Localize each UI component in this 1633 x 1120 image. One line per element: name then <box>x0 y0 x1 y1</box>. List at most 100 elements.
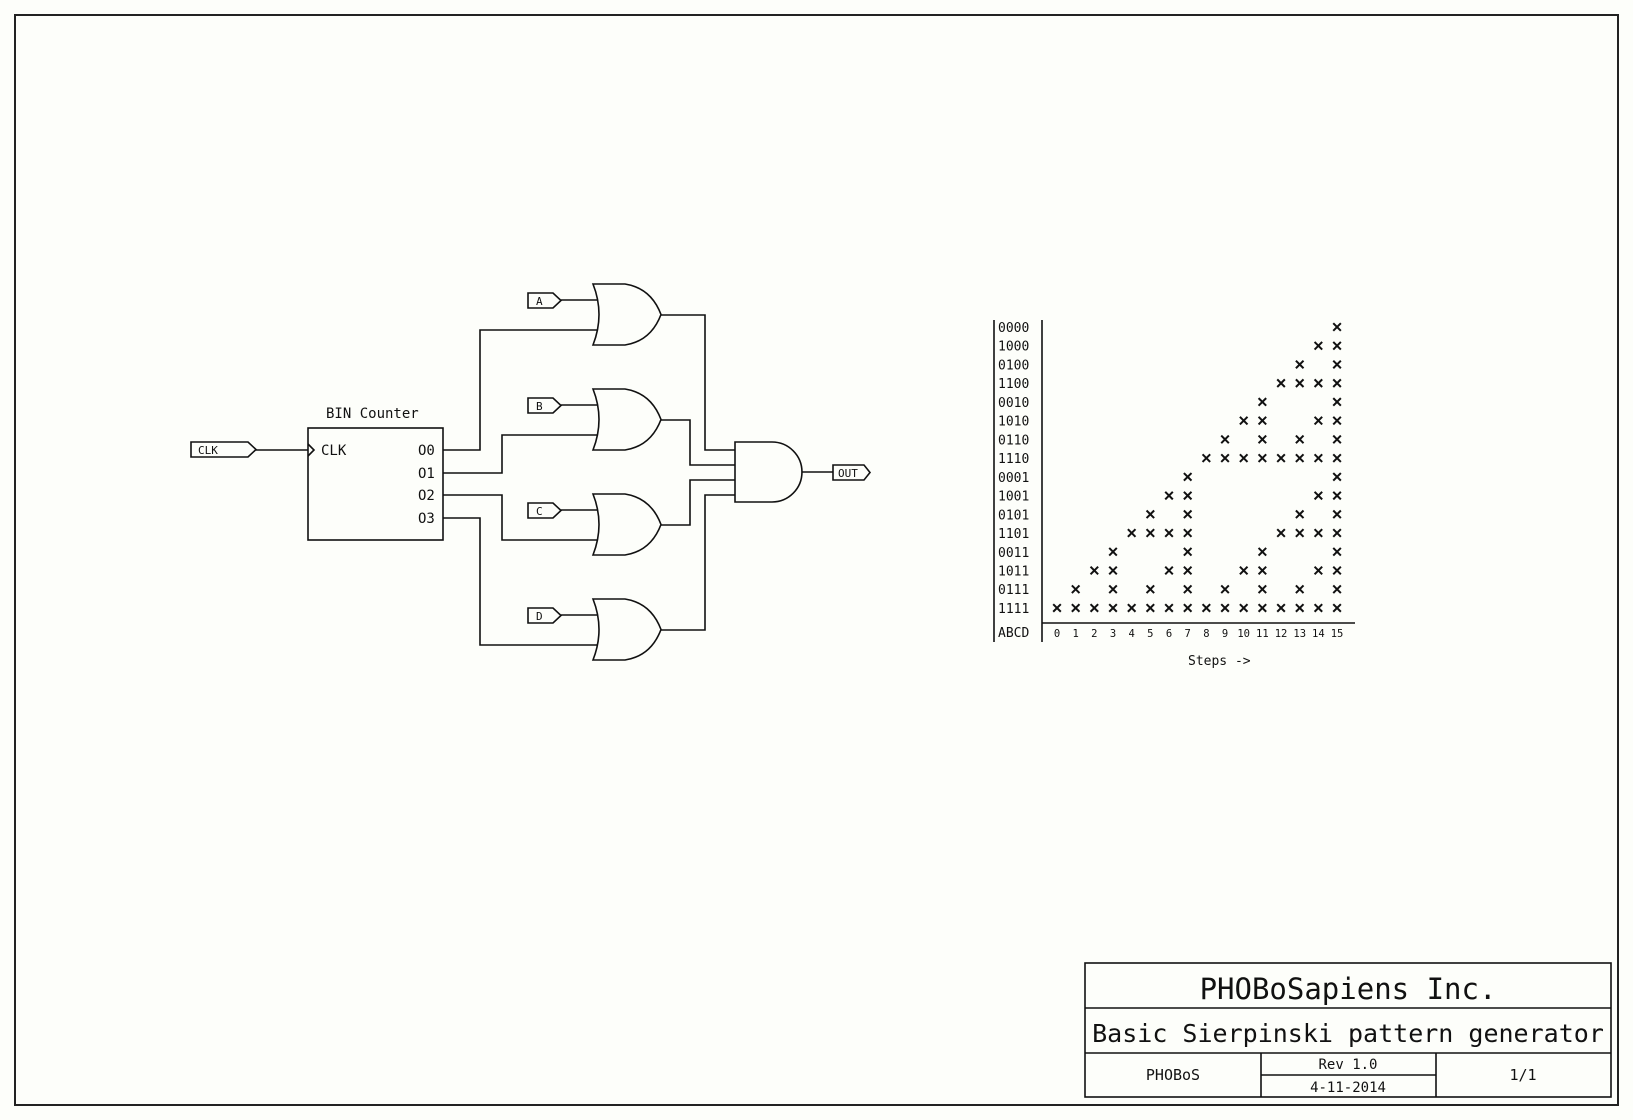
column-label: 2 <box>1091 628 1097 640</box>
pattern-mark <box>1295 509 1305 519</box>
input-port-flag <box>527 292 563 309</box>
or-gate-body <box>591 283 662 346</box>
wire-or-a-to-and <box>661 314 735 451</box>
date: 4-11-2014 <box>1310 1080 1386 1096</box>
counter-o0-pin: O0 <box>418 443 435 459</box>
counter-title: BIN Counter <box>326 406 419 422</box>
row-label: 0110 <box>998 433 1029 448</box>
pattern-mark <box>1332 491 1342 501</box>
column-label: 10 <box>1237 628 1250 640</box>
pattern-mark <box>1313 528 1323 538</box>
pattern-mark <box>1239 603 1249 613</box>
pattern-mark <box>1332 322 1342 332</box>
pattern-mark <box>1071 603 1081 613</box>
clk-port-label: CLK <box>198 444 218 457</box>
counter-clk-pin: CLK <box>321 443 347 459</box>
input-port-flag <box>527 607 563 624</box>
pattern-mark <box>1183 491 1193 501</box>
author: PHOBoS <box>1146 1066 1200 1084</box>
pattern-mark <box>1239 453 1249 463</box>
pattern-mark <box>1183 547 1193 557</box>
pattern-mark <box>1332 416 1342 426</box>
row-label: 1111 <box>998 602 1029 617</box>
input-port-label: D <box>536 610 543 623</box>
pattern-mark <box>1108 547 1118 557</box>
pattern-mark <box>1108 603 1118 613</box>
pattern-mark <box>1332 509 1342 519</box>
or-gate-b: B <box>527 388 662 451</box>
pattern-mark <box>1295 359 1305 369</box>
pattern-mark <box>1052 603 1062 613</box>
input-port-flag <box>527 502 563 519</box>
row-label: 1011 <box>998 564 1029 579</box>
row-label: 1101 <box>998 527 1029 542</box>
column-label: 7 <box>1185 628 1191 640</box>
pattern-mark <box>1295 603 1305 613</box>
wire-o1-to-or-b <box>443 434 597 474</box>
input-port-label: C <box>536 505 543 518</box>
counter-o3-pin: O3 <box>418 511 435 527</box>
pattern-mark <box>1145 584 1155 594</box>
column-label: 4 <box>1129 628 1135 640</box>
pattern-mark <box>1295 584 1305 594</box>
pattern-mark <box>1295 434 1305 444</box>
pattern-mark <box>1220 453 1230 463</box>
column-label: 1 <box>1073 628 1079 640</box>
counter-o2-pin: O2 <box>418 488 435 504</box>
pattern-mark <box>1183 584 1193 594</box>
pattern-mark <box>1164 491 1174 501</box>
pattern-mark <box>1257 547 1267 557</box>
column-label: 14 <box>1312 628 1325 640</box>
pattern-mark <box>1295 528 1305 538</box>
pattern-mark <box>1257 565 1267 575</box>
pattern-mark <box>1313 341 1323 351</box>
column-label: 11 <box>1256 628 1269 640</box>
or-gate-body <box>591 388 662 451</box>
pattern-mark <box>1313 416 1323 426</box>
pattern-mark <box>1201 603 1211 613</box>
pattern-mark <box>1257 453 1267 463</box>
pattern-mark <box>1201 453 1211 463</box>
pattern-mark <box>1145 509 1155 519</box>
pattern-mark <box>1108 565 1118 575</box>
pattern-mark <box>1164 603 1174 613</box>
row-label: 0001 <box>998 471 1029 486</box>
pattern-mark <box>1183 509 1193 519</box>
column-label: 13 <box>1293 628 1306 640</box>
y-axis-label: ABCD <box>998 626 1029 641</box>
or-gate-body <box>591 493 662 556</box>
wire-o2-to-or-c <box>443 494 597 541</box>
clock-input-triangle-icon <box>307 443 316 457</box>
pattern-mark <box>1239 565 1249 575</box>
pattern-mark <box>1089 603 1099 613</box>
pattern-mark <box>1276 603 1286 613</box>
counter-body <box>307 427 444 541</box>
and-gate <box>734 441 803 503</box>
pattern-mark <box>1183 528 1193 538</box>
pattern-mark <box>1332 584 1342 594</box>
pattern-mark <box>1332 472 1342 482</box>
pattern-mark <box>1220 584 1230 594</box>
pattern-mark <box>1276 453 1286 463</box>
pattern-mark <box>1313 565 1323 575</box>
row-label: 1010 <box>998 415 1029 430</box>
revision: Rev 1.0 <box>1318 1057 1377 1073</box>
pattern-mark <box>1257 397 1267 407</box>
pattern-mark <box>1313 491 1323 501</box>
column-label: 0 <box>1054 628 1060 640</box>
pattern-mark <box>1145 603 1155 613</box>
wire-or-d-to-and <box>661 494 735 631</box>
title-block-frame <box>1084 962 1612 1098</box>
drawing-title: Basic Sierpinski pattern generator <box>1092 1019 1604 1048</box>
company-name: PHOBoSapiens Inc. <box>1200 972 1497 1006</box>
or-gate-a: A <box>527 283 662 346</box>
pattern-mark <box>1332 528 1342 538</box>
pattern-mark <box>1145 528 1155 538</box>
pattern-mark <box>1183 472 1193 482</box>
column-label: 5 <box>1147 628 1153 640</box>
row-label: 0010 <box>998 396 1029 411</box>
x-axis-label: Steps -> <box>1188 654 1251 669</box>
bin-counter: BIN Counter CLK O0 O1 O2 O3 <box>307 406 444 541</box>
row-label: 1100 <box>998 377 1029 392</box>
